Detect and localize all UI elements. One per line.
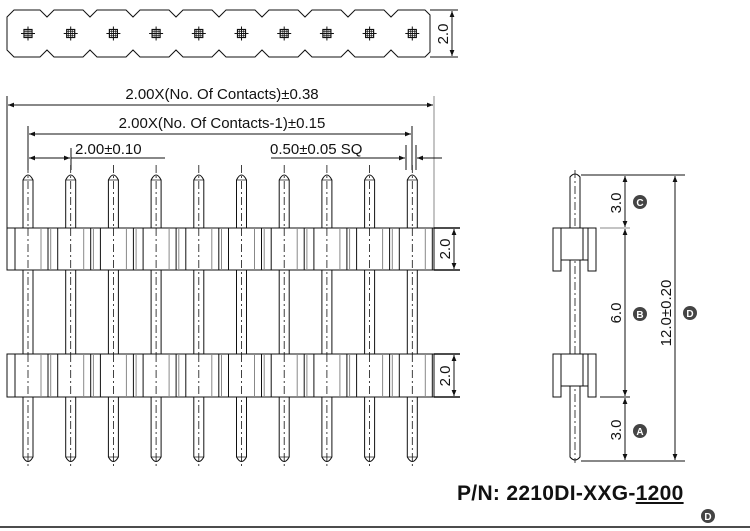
upper-insulator <box>6 227 435 271</box>
pin-span-label: 2.00X(No. Of Contacts-1)±0.15 <box>119 115 326 132</box>
dim-c-label: 3.0 <box>608 193 625 214</box>
part-number-marker: D <box>701 509 715 523</box>
top-pin <box>277 26 292 41</box>
dim-a-label: 3.0 <box>608 420 625 441</box>
front-pin <box>22 165 34 466</box>
top-pin <box>405 26 420 41</box>
marker-d: D <box>683 306 697 320</box>
lower-insulator-height-label: 2.0 <box>437 366 454 387</box>
upper-insulator-height-label: 2.0 <box>437 239 454 260</box>
top-pin <box>63 26 78 41</box>
part-number-prefix: P/N: 2210DI-XXG- <box>457 482 636 505</box>
top-view: 2.0 <box>6 9 458 58</box>
pitch-label: 2.00±0.10 <box>75 141 142 158</box>
front-pin <box>236 165 247 466</box>
top-pin <box>319 26 334 41</box>
top-pin <box>362 26 377 41</box>
svg-text:D: D <box>686 309 693 320</box>
lower-insulator <box>6 353 435 398</box>
top-height-label: 2.0 <box>435 24 452 45</box>
front-dimensions: 2.00X(No. Of Contacts)±0.38 2.00X(No. Of… <box>6 86 442 228</box>
front-view: 2.0 2.0 <box>6 165 460 466</box>
front-pin <box>107 165 119 466</box>
svg-text:C: C <box>636 198 643 209</box>
top-view-outline <box>6 9 431 58</box>
front-pin <box>65 165 77 466</box>
top-pin <box>234 26 249 41</box>
top-pin <box>21 26 35 41</box>
svg-text:A: A <box>636 427 643 438</box>
marker-a: A <box>633 424 647 438</box>
top-pin <box>149 26 164 41</box>
part-number: P/N: 2210DI-XXG-1200 <box>457 482 684 506</box>
dim-d-label: 12.0±0.20 <box>658 280 675 347</box>
lower-insulator-side <box>552 353 597 398</box>
front-pin <box>150 165 162 466</box>
dim-b-label: 6.0 <box>608 303 625 324</box>
top-pin <box>191 26 206 41</box>
front-pin <box>193 165 205 466</box>
overall-length-label: 2.00X(No. Of Contacts)±0.38 <box>125 86 318 103</box>
upper-insulator-side <box>552 227 597 272</box>
front-pin <box>406 165 418 466</box>
part-number-variable: 1200 <box>635 482 684 505</box>
front-pin <box>278 165 290 466</box>
front-pin <box>321 165 333 466</box>
front-pin <box>364 165 376 466</box>
marker-b: B <box>633 307 647 321</box>
svg-text:B: B <box>636 310 643 321</box>
marker-c: C <box>633 195 647 209</box>
side-view: 3.0 6.0 3.0 12.0±0.20 C B A D <box>552 170 697 463</box>
pin-size-label: 0.50±0.05 SQ <box>270 141 362 158</box>
svg-text:D: D <box>704 512 711 523</box>
top-pin <box>106 26 121 41</box>
